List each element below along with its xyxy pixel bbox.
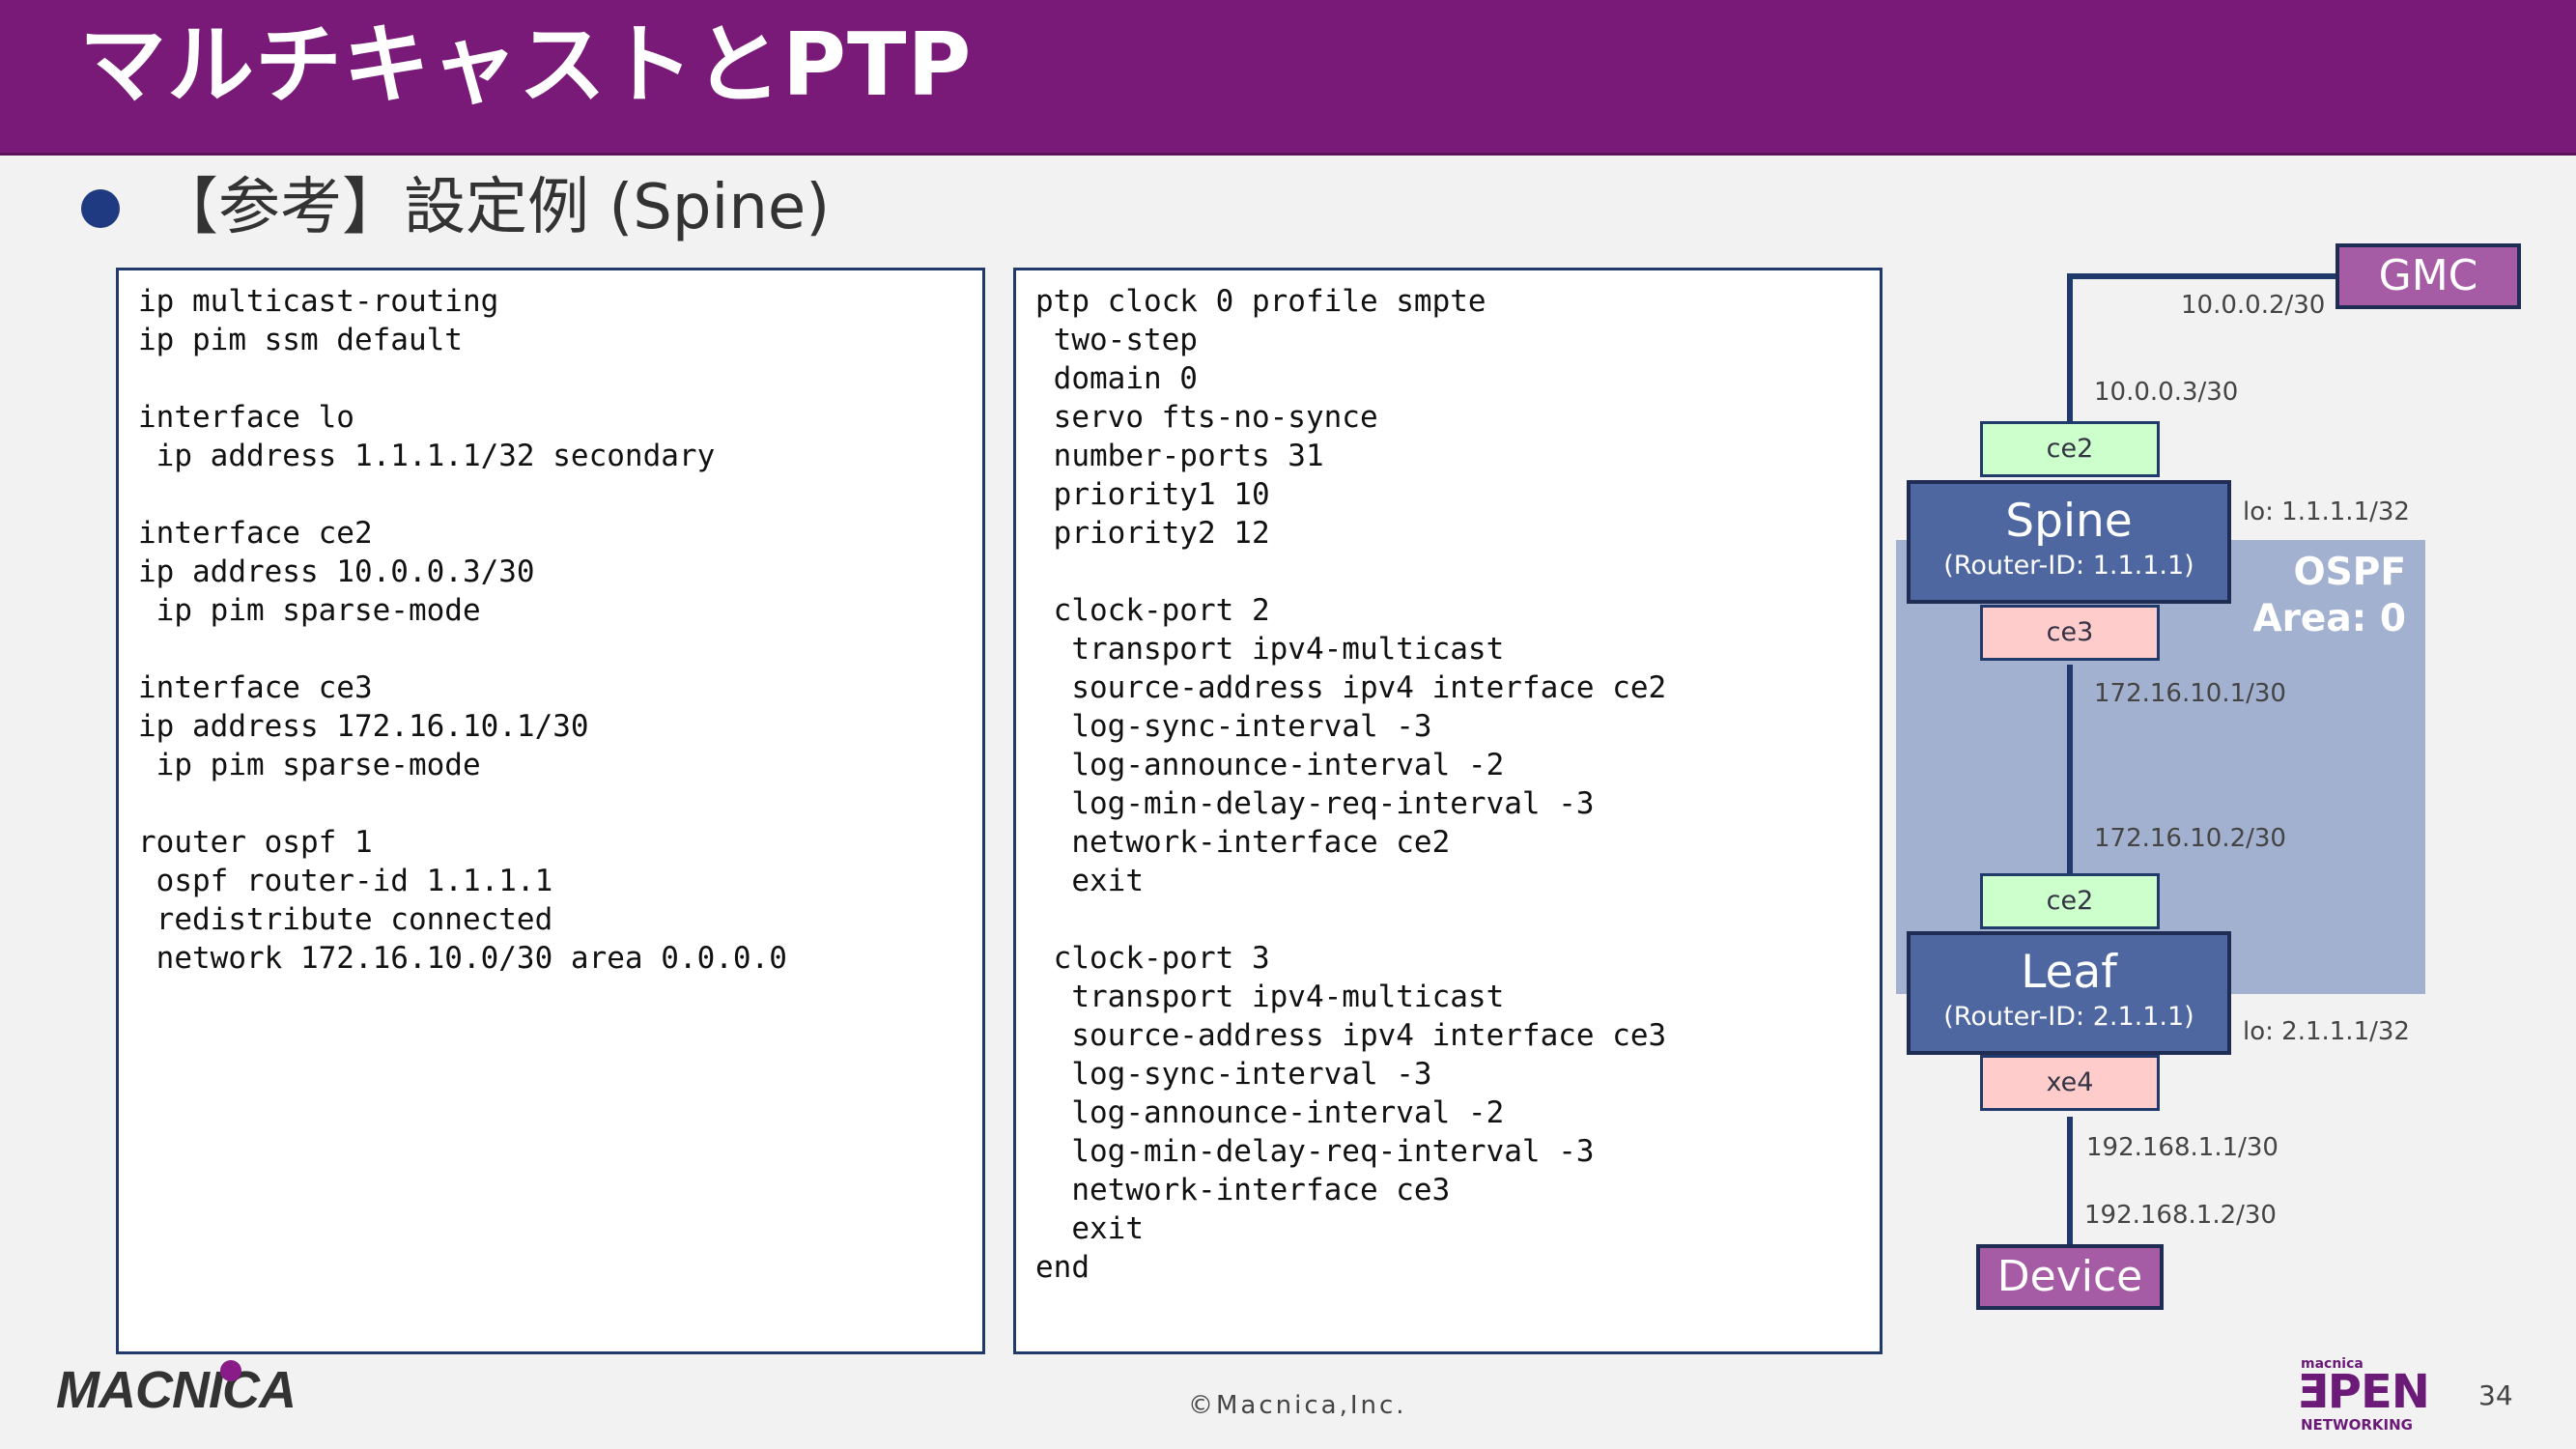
gmc-label: GMC: [2378, 251, 2478, 300]
link-leaf-device: [2067, 1117, 2073, 1248]
device-label: Device: [1996, 1252, 2143, 1301]
ospf-label-area: Area: 0: [2252, 597, 2407, 640]
leaf-port-xe4: xe4: [1980, 1055, 2160, 1111]
link-gmc-spine: [2067, 273, 2073, 422]
spine-router: Spine (Router-ID: 1.1.1.1): [1907, 480, 2231, 604]
config-box-ptp: ptp clock 0 profile smpte two-step domai…: [1013, 268, 1882, 1354]
leaf-downlink-address: 192.168.1.1/30: [2086, 1133, 2279, 1162]
device-node: Device: [1976, 1244, 2164, 1310]
leaf-loopback: lo: 2.1.1.1/32: [2243, 1017, 2410, 1046]
leaf-port-down-label: xe4: [2046, 1067, 2094, 1097]
page-number: 34: [2478, 1379, 2513, 1411]
leaf-uplink-address: 172.16.10.2/30: [2094, 824, 2286, 853]
device-address: 192.168.1.2/30: [2084, 1201, 2277, 1230]
leaf-port-ce2: ce2: [1980, 873, 2160, 929]
leaf-name: Leaf: [2021, 946, 2117, 999]
spine-port-ce3: ce3: [1980, 605, 2160, 661]
open-logo-top: macnica: [2301, 1356, 2364, 1372]
spine-port-down-label: ce3: [2046, 617, 2094, 647]
ospf-area: OSPF Area: 0: [1896, 540, 2425, 994]
slide-subtitle: 【参考】設定例 (Spine): [156, 172, 831, 243]
link-spine-leaf: [2067, 665, 2073, 875]
gmc-address: 10.0.0.2/30: [2181, 291, 2326, 320]
gmc-node: GMC: [2335, 243, 2521, 309]
leaf-router-id: (Router-ID: 2.1.1.1): [1943, 1002, 2194, 1032]
link-gmc-horizontal: [2067, 273, 2341, 279]
spine-name: Spine: [2005, 495, 2133, 548]
spine-port-up-label: ce2: [2046, 434, 2094, 464]
title-bar: マルチキャストとPTP: [0, 0, 2576, 156]
leaf-router: Leaf (Router-ID: 2.1.1.1): [1907, 931, 2231, 1055]
ospf-label: OSPF Area: 0: [2253, 550, 2407, 642]
copyright-text: ©Macnica,Inc.: [1188, 1391, 1407, 1420]
leaf-port-up-label: ce2: [2046, 886, 2094, 916]
macnica-logo: MACNICA: [56, 1361, 297, 1419]
config-text-ptp: ptp clock 0 profile smpte two-step domai…: [1035, 284, 1667, 1285]
config-box-routing: ip multicast-routing ip pim ssm default …: [116, 268, 985, 1354]
macnica-logo-dot: [220, 1360, 241, 1381]
spine-port-ce2: ce2: [1980, 421, 2160, 477]
spine-downlink-address: 172.16.10.1/30: [2094, 679, 2286, 708]
spine-uplink-address: 10.0.0.3/30: [2094, 378, 2239, 407]
config-text-routing: ip multicast-routing ip pim ssm default …: [138, 284, 787, 976]
ospf-label-title: OSPF: [2293, 551, 2406, 594]
slide-title: マルチキャストとPTP: [79, 14, 973, 116]
open-logo-main: ƎPEN: [2297, 1365, 2430, 1419]
spine-router-id: (Router-ID: 1.1.1.1): [1943, 551, 2194, 581]
spine-loopback: lo: 1.1.1.1/32: [2243, 497, 2410, 526]
open-networking-logo: macnica ƎPEN NETWORKING: [2297, 1356, 2432, 1434]
bullet-icon: [81, 189, 120, 228]
open-logo-bottom: NETWORKING: [2301, 1416, 2413, 1434]
